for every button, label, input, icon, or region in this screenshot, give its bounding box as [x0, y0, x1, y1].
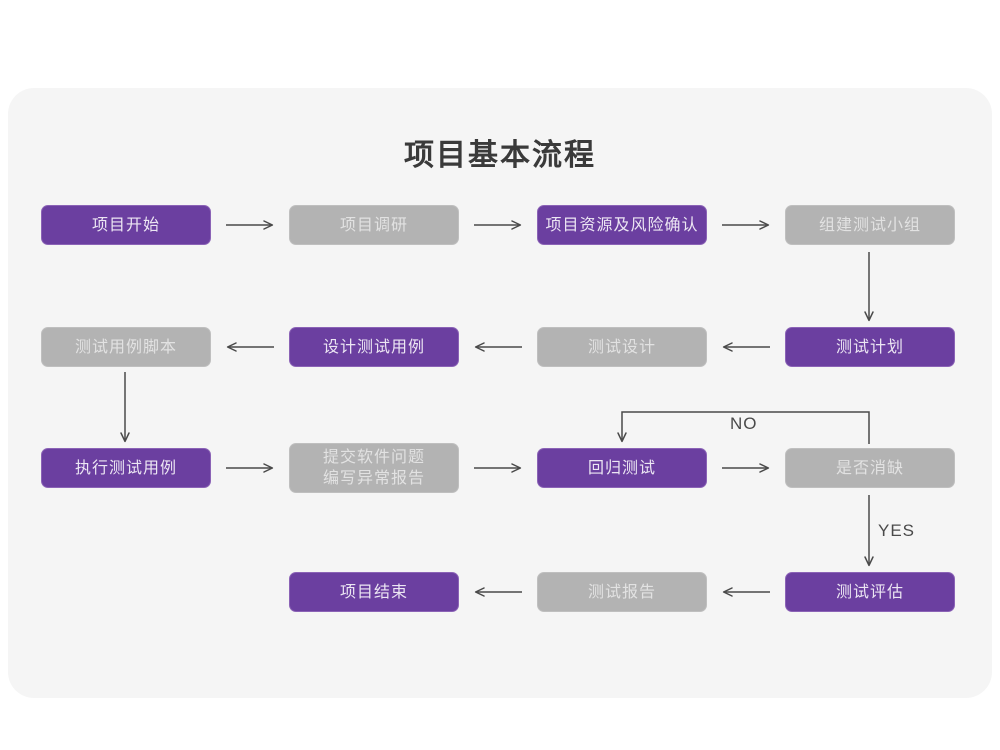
node-design-test-case[interactable]: 设计测试用例: [289, 327, 459, 367]
node-submit-issue-report[interactable]: 提交软件问题 编写异常报告: [289, 443, 459, 493]
node-test-report[interactable]: 测试报告: [537, 572, 707, 612]
node-resource-risk-confirm[interactable]: 项目资源及风险确认: [537, 205, 707, 245]
node-regression-test[interactable]: 回归测试: [537, 448, 707, 488]
node-defect-cleared[interactable]: 是否消缺: [785, 448, 955, 488]
node-build-test-team[interactable]: 组建测试小组: [785, 205, 955, 245]
node-execute-test-case[interactable]: 执行测试用例: [41, 448, 211, 488]
node-test-case-script[interactable]: 测试用例脚本: [41, 327, 211, 367]
node-project-research[interactable]: 项目调研: [289, 205, 459, 245]
edge-label-no: NO: [730, 414, 758, 433]
node-project-end[interactable]: 项目结束: [289, 572, 459, 612]
node-test-evaluation[interactable]: 测试评估: [785, 572, 955, 612]
page-title: 项目基本流程: [404, 139, 596, 172]
edge-label-yes: YES: [878, 521, 916, 540]
node-test-design[interactable]: 测试设计: [537, 327, 707, 367]
node-project-start[interactable]: 项目开始: [41, 205, 211, 245]
node-test-plan[interactable]: 测试计划: [785, 327, 955, 367]
